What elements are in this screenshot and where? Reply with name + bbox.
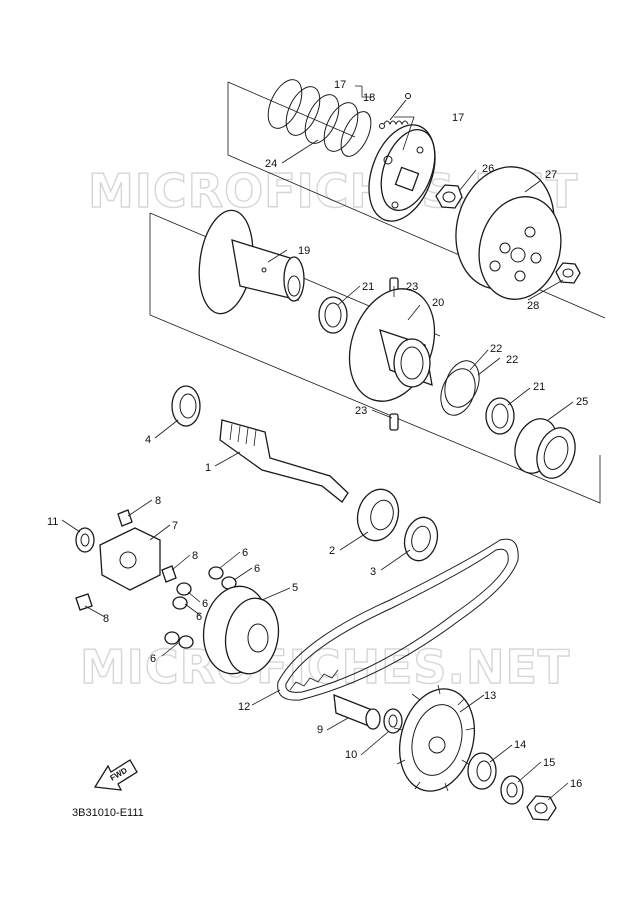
callout-27: 27 bbox=[545, 169, 557, 181]
callout-6e: 6 bbox=[150, 653, 156, 665]
guide-pin-lower bbox=[389, 413, 399, 431]
weight-rollers bbox=[164, 566, 237, 649]
callout-6a: 6 bbox=[242, 547, 248, 559]
collar-9 bbox=[333, 693, 381, 730]
seal-collar bbox=[514, 418, 576, 479]
bearing-2 bbox=[356, 488, 400, 542]
callout-11: 11 bbox=[47, 516, 58, 528]
washer-15 bbox=[500, 775, 524, 805]
callout-25: 25 bbox=[576, 396, 588, 408]
diagram-code: 3B31010-E111 bbox=[72, 807, 144, 819]
shoe-spring bbox=[379, 93, 411, 129]
callout-15: 15 bbox=[543, 757, 555, 769]
callout-21a: 21 bbox=[362, 281, 374, 293]
clutch-spring bbox=[267, 79, 372, 157]
watermark-bottom: MICROFICHES.NET bbox=[80, 640, 570, 694]
nut-16 bbox=[526, 795, 557, 821]
callout-13: 13 bbox=[484, 690, 496, 702]
clutch-nut bbox=[435, 184, 463, 209]
callout-5: 5 bbox=[292, 582, 298, 594]
callout-26: 26 bbox=[482, 163, 494, 175]
callout-23a: 23 bbox=[406, 281, 418, 293]
callout-8b: 8 bbox=[192, 550, 198, 562]
housing-nut bbox=[555, 262, 581, 284]
callout-14: 14 bbox=[514, 739, 526, 751]
leader-lines bbox=[61, 85, 574, 801]
cam-plate bbox=[99, 527, 161, 591]
callout-24: 24 bbox=[265, 158, 277, 170]
callout-17a: 17 bbox=[334, 79, 346, 91]
clutch-carrier bbox=[368, 124, 436, 222]
callout-17b: 17 bbox=[452, 112, 464, 124]
sheave-nut-plate bbox=[467, 752, 497, 790]
secondary-fixed-sheave bbox=[198, 209, 305, 315]
callout-2: 2 bbox=[329, 545, 335, 557]
v-belt bbox=[277, 538, 519, 701]
callout-10: 10 bbox=[345, 749, 357, 761]
forward-arrow-icon: FWD bbox=[93, 759, 138, 791]
callout-6d: 6 bbox=[196, 611, 202, 623]
clutch-housing bbox=[455, 166, 562, 300]
callout-labels: 17 18 17 24 26 27 19 21 23 20 28 22 22 2… bbox=[47, 79, 588, 790]
seal-3 bbox=[403, 516, 439, 562]
oil-seal-lower bbox=[485, 397, 515, 435]
callout-28: 28 bbox=[527, 300, 539, 312]
oil-seal-upper bbox=[318, 296, 348, 334]
callout-4: 4 bbox=[145, 434, 151, 446]
callout-7: 7 bbox=[172, 520, 178, 532]
callout-21b: 21 bbox=[533, 381, 545, 393]
primary-fixed-sheave bbox=[393, 684, 476, 792]
callout-20: 20 bbox=[432, 297, 444, 309]
washer-10 bbox=[383, 708, 403, 734]
callout-23b: 23 bbox=[355, 405, 367, 417]
callout-3: 3 bbox=[370, 566, 376, 578]
callout-6c: 6 bbox=[202, 598, 208, 610]
callout-9: 9 bbox=[317, 724, 323, 736]
callout-16: 16 bbox=[570, 778, 582, 790]
callout-1: 1 bbox=[205, 462, 211, 474]
callout-18: 18 bbox=[363, 92, 375, 104]
primary-shaft bbox=[219, 419, 349, 503]
callout-8c: 8 bbox=[103, 613, 109, 625]
bearing-4 bbox=[171, 385, 201, 427]
secondary-sliding-sheave bbox=[348, 288, 436, 402]
o-rings bbox=[440, 360, 480, 416]
callout-6b: 6 bbox=[254, 563, 260, 575]
callout-19: 19 bbox=[298, 245, 310, 257]
primary-sliding-sheave bbox=[202, 585, 280, 675]
callout-22a: 22 bbox=[490, 343, 502, 355]
washer-11 bbox=[75, 527, 95, 553]
callout-8a: 8 bbox=[155, 495, 161, 507]
callout-12: 12 bbox=[238, 701, 250, 713]
callout-22b: 22 bbox=[506, 354, 518, 366]
